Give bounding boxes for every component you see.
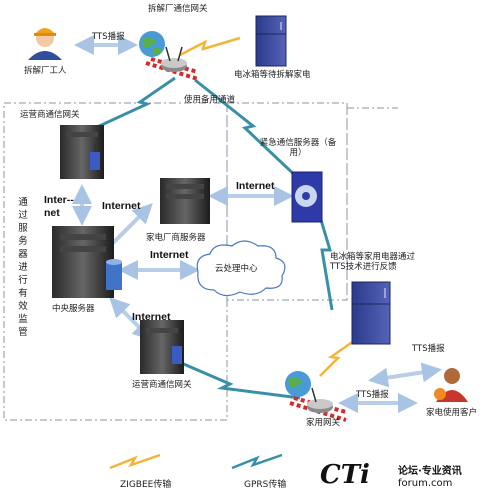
internet-label-left: Inter--net bbox=[44, 194, 74, 219]
emergency-server-icon bbox=[291, 171, 323, 223]
tts-label-2: TTS播报 bbox=[412, 344, 445, 354]
legend-zigbee-line bbox=[109, 453, 161, 470]
side-note-vertical: 通过服务器进行有效监管 bbox=[18, 197, 28, 338]
home-gateway-label: 家用网关 bbox=[306, 418, 341, 428]
gateway-icon-top bbox=[145, 46, 199, 81]
fridge-icon-bottom bbox=[351, 281, 391, 345]
worker-label: 拆解厂工人 bbox=[24, 66, 67, 76]
worker-icon bbox=[28, 28, 62, 60]
internet-label-cloud: Internet bbox=[150, 249, 189, 261]
fridge-bottom-label: 电冰箱等家用电器通过TTS技术进行反馈 bbox=[330, 252, 416, 273]
carrier-gw-bottom-label: 运营商通信网关 bbox=[132, 380, 192, 390]
gateway-top-label: 拆解厂通信网关 bbox=[148, 4, 208, 14]
internet-label-bottom: Internet bbox=[132, 311, 171, 323]
carrier-gateway-icon-top bbox=[60, 125, 104, 179]
internet-arrows bbox=[72, 35, 442, 413]
legend-gprs-line bbox=[231, 453, 283, 470]
home-gateway-icon bbox=[289, 387, 347, 422]
manufacturer-server-label: 家电厂商服务器 bbox=[146, 233, 206, 243]
cloud-label: 云处理中心 bbox=[215, 264, 258, 274]
carrier-gateway-icon-bottom bbox=[140, 320, 184, 374]
globe-icon-bottom bbox=[285, 371, 311, 397]
legend-gprs-label: GPRS传输 bbox=[244, 480, 287, 490]
gprs-links bbox=[94, 76, 334, 400]
fridge-top-label: 电冰箱等待拆解家电 bbox=[234, 70, 311, 80]
customer-icon bbox=[434, 368, 468, 402]
legend-zigbee-label: ZIGBEE传输 bbox=[120, 480, 172, 490]
manufacturer-server-icon bbox=[160, 178, 210, 224]
internet-label-manufacturer: Internet bbox=[102, 200, 141, 212]
tts-label-1: TTS播报 bbox=[92, 32, 125, 42]
globe-icon-top bbox=[139, 31, 165, 57]
internet-label-emergency: Internet bbox=[236, 180, 275, 192]
central-server-icon bbox=[52, 226, 122, 298]
customer-label: 家电使用客户 bbox=[426, 408, 478, 418]
backup-channel-label: 使用备用通道 bbox=[184, 95, 236, 105]
watermark-text2: forum.com bbox=[398, 478, 453, 489]
central-server-label: 中央服务器 bbox=[52, 304, 95, 314]
cloud-icon bbox=[196, 240, 286, 297]
watermark-text1: 论坛·专业资讯 bbox=[398, 466, 462, 477]
fridge-icon-top bbox=[255, 15, 287, 67]
carrier-gw-top-label: 运营商通信网关 bbox=[20, 110, 80, 120]
watermark-brand: CTi bbox=[320, 460, 370, 490]
tts-label-3: TTS播报 bbox=[356, 390, 389, 400]
emergency-server-label: 紧急通信服务器（备用） bbox=[259, 138, 337, 159]
zigbee-links bbox=[179, 36, 359, 377]
